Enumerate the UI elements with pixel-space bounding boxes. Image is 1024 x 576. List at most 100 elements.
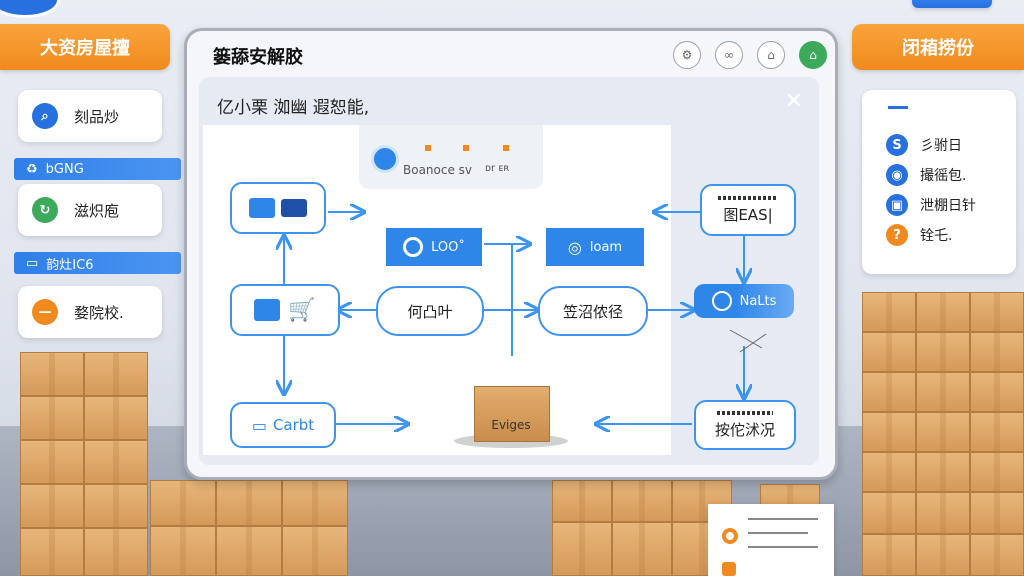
cardboard-box — [916, 372, 970, 412]
bulb-icon: ? — [886, 224, 908, 246]
user-icon — [711, 291, 732, 311]
box-label: Eviges — [491, 418, 531, 432]
refresh-icon: ↻ — [32, 197, 58, 223]
flow-node-top-right[interactable]: 图EAS| — [700, 184, 796, 236]
cardboard-box — [862, 492, 916, 534]
flow-node-cart[interactable]: ▭ Carbt — [230, 402, 336, 448]
cardboard-box — [150, 480, 216, 526]
right-item-label: 撮徭包. — [920, 168, 967, 184]
cardboard-box — [20, 484, 84, 528]
cardboard-box — [916, 492, 970, 534]
document-line — [748, 546, 818, 548]
cardboard-box — [84, 352, 148, 396]
magnifier-icon: ⌕ — [32, 103, 58, 129]
left-tag-ic6[interactable]: ▭ 韵灶IC6 — [14, 252, 181, 274]
left-tag-label: 韵灶IC6 — [46, 257, 94, 273]
cardboard-box — [84, 484, 148, 528]
flow-node-label: loam — [589, 239, 623, 255]
cardboard-box — [970, 332, 1024, 372]
left-item-minus[interactable]: — 婺院校. — [18, 286, 162, 338]
cardboard-box — [916, 412, 970, 452]
message-icon: ▭ — [251, 415, 267, 435]
flow-node-center-left[interactable]: 何凸叶 — [376, 286, 484, 336]
cardboard-box — [970, 452, 1024, 492]
left-tag-bgng[interactable]: ♻ bGNG — [14, 158, 181, 180]
right-item-label: 铨乇. — [920, 228, 953, 244]
right-item[interactable]: ? 铨乇. — [872, 220, 952, 250]
cardboard-box — [862, 332, 916, 372]
flow-node-label: 图EAS| — [723, 205, 773, 224]
top-right-button[interactable] — [912, 0, 992, 8]
target-icon — [403, 237, 424, 257]
cardboard-box — [970, 412, 1024, 452]
flow-node-nalts[interactable]: NaLts — [694, 284, 794, 318]
right-panel-accent — [888, 106, 908, 109]
home-icon[interactable]: ⌂ — [799, 41, 827, 69]
cardboard-box — [282, 480, 348, 526]
cardboard-box — [916, 534, 970, 576]
left-panel-header: 大资房屋擅 — [0, 24, 170, 70]
legend-swatch — [503, 145, 509, 151]
legend-swatch — [463, 145, 469, 151]
legend-swatch — [425, 145, 431, 151]
right-item[interactable]: ◉ 撮徭包. — [872, 160, 966, 190]
cardboard-box — [970, 292, 1024, 332]
document-icon — [718, 195, 778, 200]
cardboard-box — [20, 528, 84, 576]
cardboard-box — [862, 372, 916, 412]
cardboard-box — [84, 440, 148, 484]
left-item-label: 滋炽庖 — [74, 201, 120, 220]
box-body — [474, 386, 550, 442]
right-item[interactable]: S 彡驸日 — [872, 130, 962, 160]
cardboard-box — [862, 412, 916, 452]
info-card: Boanoce sv ᴅr ᴇʀ — [359, 125, 543, 189]
cardboard-box — [970, 372, 1024, 412]
left-item-refresh[interactable]: ↻ 滋炽庖 — [18, 184, 162, 236]
right-item[interactable]: ▣ 泄棚日针 — [872, 190, 976, 220]
flow-node-label: NaLts — [739, 293, 777, 309]
tag-icon: S — [886, 134, 908, 156]
cardboard-box — [20, 352, 84, 396]
document-line — [748, 518, 818, 520]
cardboard-box — [916, 292, 970, 332]
left-item-label: 婺院校. — [74, 303, 124, 322]
cardboard-box — [20, 396, 84, 440]
left-item-search[interactable]: ⌕ 刻品炒 — [18, 90, 162, 142]
cardboard-box — [916, 332, 970, 372]
cardboard-box — [612, 522, 672, 576]
home-outline-icon[interactable]: ⌂ — [757, 41, 785, 69]
cardboard-box — [20, 440, 84, 484]
window-title: 篓舔安解胶 — [213, 47, 303, 68]
flow-node-loo[interactable]: LOO˚ — [386, 228, 482, 266]
store-icon — [249, 198, 275, 218]
flow-node-label: 按佗沭况 — [714, 420, 775, 439]
right-panel-card: S 彡驸日 ◉ 撮徭包. ▣ 泄棚日针 ? 铨乇. — [862, 90, 1016, 274]
collapse-icon[interactable]: ✕ — [784, 89, 803, 114]
lock-icon: ▣ — [886, 194, 908, 216]
flow-node-warehouse[interactable]: 🛒 — [230, 284, 340, 336]
cardboard-box — [282, 526, 348, 576]
cardboard-box — [216, 480, 282, 526]
flow-node-store[interactable] — [230, 182, 326, 234]
flow-node-center-right[interactable]: 笠沼侬径 — [538, 286, 648, 336]
flow-node-bottom-right[interactable]: 按佗沭况 — [694, 400, 796, 450]
flow-node-label: LOO˚ — [431, 239, 465, 255]
right-item-label: 泄棚日针 — [920, 198, 976, 214]
document-sheet — [708, 504, 834, 576]
globe-icon: ◉ — [886, 164, 908, 186]
cardboard-box — [862, 292, 916, 332]
cardboard-box — [84, 528, 148, 576]
cardboard-box — [862, 534, 916, 576]
settings-icon[interactable]: ⚙ — [673, 41, 701, 69]
wifi-icon: ◎ — [567, 237, 582, 257]
cardboard-box — [552, 522, 612, 576]
left-tag-label: bGNG — [45, 161, 84, 177]
document-icon — [717, 410, 773, 415]
document-line — [748, 532, 808, 534]
info-card-line2: ᴅr ᴇʀ — [485, 163, 510, 174]
cardboard-box — [552, 480, 612, 522]
flow-node-loam[interactable]: ◎ loam — [546, 228, 644, 266]
link-icon[interactable]: ∞ — [715, 41, 743, 69]
cardboard-box — [612, 480, 672, 522]
document-orange-icon — [722, 562, 736, 576]
